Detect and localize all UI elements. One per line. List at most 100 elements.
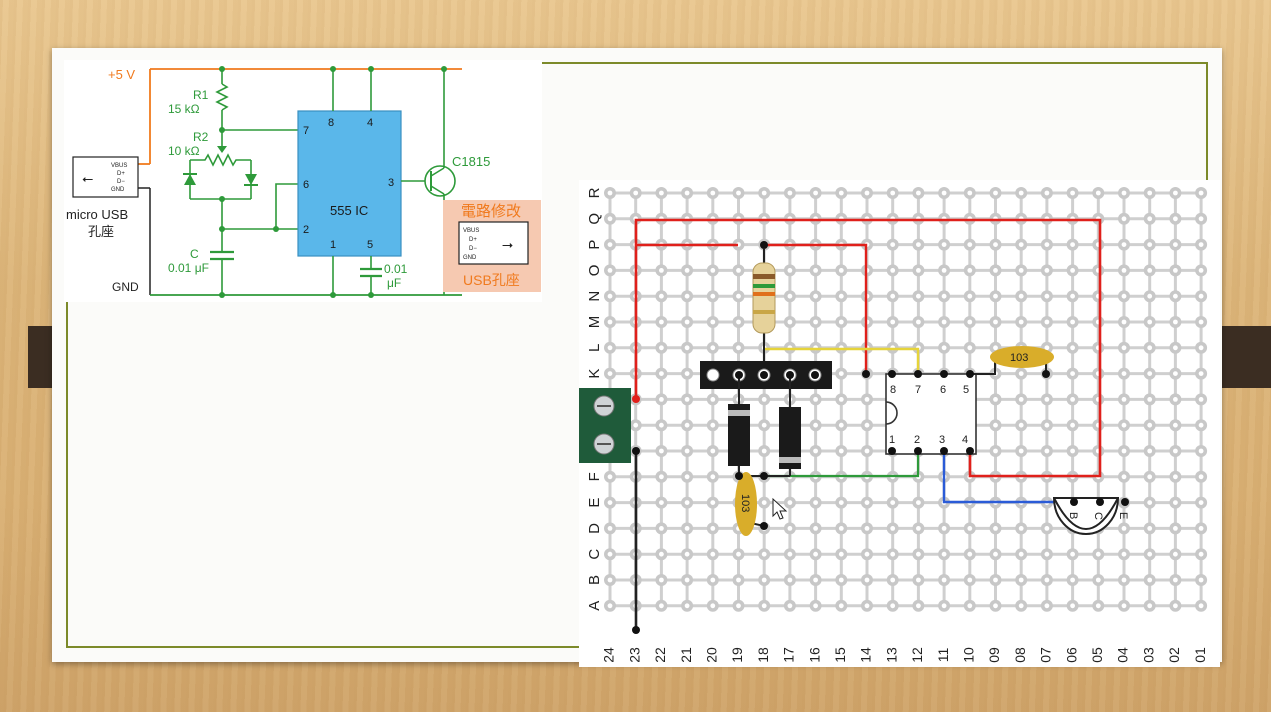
col-label: 07	[1038, 647, 1054, 663]
breadboard-hole-center	[1121, 577, 1127, 583]
breadboard-hole-center	[916, 551, 921, 557]
breadboard-hole-center	[864, 397, 870, 402]
breadboard-hole-center	[1018, 293, 1024, 299]
breadboard-hole-center	[993, 577, 998, 583]
breadboard-hole-center	[710, 319, 716, 325]
breadboard-hole-center	[736, 345, 741, 351]
breadboard-hole-center	[607, 551, 613, 557]
col-label: 10	[961, 647, 977, 663]
ic-name: 555 IC	[330, 203, 368, 218]
row-label: N	[586, 291, 603, 302]
breadboard-hole-center	[1173, 422, 1178, 428]
breadboard-hole-center	[1044, 577, 1050, 583]
breadboard-hole-center	[890, 577, 896, 583]
breadboard-hole-center	[1147, 345, 1153, 351]
breadboard-hole-center	[607, 190, 613, 196]
breadboard-hole-center	[1147, 397, 1153, 402]
breadboard-hole-center	[941, 293, 947, 299]
col-label: 22	[652, 647, 668, 663]
cap-103-top	[990, 346, 1054, 368]
breadboard-hole-center	[864, 190, 870, 196]
breadboard-hole-center	[787, 293, 793, 299]
col-label: 21	[678, 647, 694, 663]
breadboard-hole-center	[659, 319, 664, 325]
breadboard-hole-center	[710, 190, 716, 196]
breadboard-hole-center	[761, 190, 767, 196]
ic-socket-pin-7: 7	[915, 384, 921, 396]
cap-103-top-label: 103	[1010, 352, 1028, 364]
ic-pin-5: 5	[367, 239, 373, 251]
breadboard-hole-center	[838, 500, 844, 505]
breadboard-hole-center	[1121, 603, 1127, 609]
breadboard-hole-center	[993, 526, 998, 531]
breadboard-hole-center	[1198, 551, 1204, 557]
breadboard-hole-center	[916, 242, 921, 248]
circuit-mod-title: 電路修改	[461, 203, 521, 220]
gnd-label: GND	[112, 280, 139, 294]
breadboard-hole-center	[890, 500, 896, 505]
breadboard-hole-center	[710, 500, 716, 505]
ic-notch	[885, 401, 898, 425]
breadboard-hole-center	[659, 577, 664, 583]
breadboard-hole-center	[710, 345, 716, 351]
breadboard-hole-center	[736, 319, 741, 325]
row-label: R	[586, 187, 603, 198]
breadboard-hole-center	[993, 293, 998, 299]
breadboard-hole-center	[684, 293, 690, 299]
breadboard-hole-center	[838, 551, 844, 557]
usb-pin-dminus: D−	[117, 179, 125, 185]
transistor-pin-e: E	[1117, 512, 1129, 519]
breadboard-hole-center	[633, 422, 639, 428]
breadboard-hole-center	[1044, 526, 1050, 531]
breadboard-hole-center	[1018, 242, 1024, 248]
breadboard-hole-center	[890, 268, 896, 273]
breadboard-hole-center	[1198, 526, 1204, 531]
breadboard-hole-center	[993, 242, 998, 248]
breadboard-hole-center	[941, 242, 947, 248]
breadboard-hole-center	[967, 190, 973, 196]
breadboard-hole-center	[659, 293, 664, 299]
breadboard-hole-center	[1070, 345, 1075, 351]
breadboard-hole-center	[1044, 242, 1050, 248]
breadboard-hole-center	[1173, 293, 1178, 299]
breadboard-hole-center	[659, 371, 664, 376]
ic-pin-4: 4	[367, 117, 373, 129]
breadboard-hole-center	[787, 526, 793, 531]
breadboard-hole-center	[1018, 603, 1024, 609]
breadboard-hole-center	[787, 603, 793, 609]
breadboard-hole-center	[993, 448, 998, 454]
breadboard-hole-center	[761, 500, 767, 505]
breadboard-hole-center	[890, 526, 896, 531]
breadboard-hole-center	[1044, 397, 1050, 402]
breadboard-hole-center	[1147, 551, 1153, 557]
breadboard-hole-center	[890, 603, 896, 609]
breadboard-hole-center	[1198, 345, 1204, 351]
ic-pin-1: 1	[330, 239, 336, 251]
breadboard-hole-center	[1070, 371, 1075, 376]
ic-pin-6: 6	[303, 179, 309, 191]
breadboard-hole-center	[1173, 216, 1178, 222]
diode-1	[728, 404, 750, 466]
breadboard-hole-center	[1147, 526, 1153, 531]
breadboard-hole-center	[1044, 422, 1050, 428]
breadboard-hole-center	[813, 397, 818, 402]
breadboard-hole-center	[684, 551, 690, 557]
breadboard-hole-center	[684, 526, 690, 531]
usb-icon: ⭠	[82, 170, 93, 186]
ic-socket	[885, 373, 977, 455]
breadboard-hole-center	[838, 422, 844, 428]
breadboard-hole-center	[659, 448, 664, 454]
col-label: 05	[1089, 647, 1105, 663]
breadboard-hole-center	[684, 448, 690, 454]
resistor-band-2	[753, 284, 775, 288]
breadboard-hole-center	[1173, 190, 1178, 196]
breadboard-hole-center	[1147, 216, 1153, 222]
breadboard-hole-center	[684, 603, 690, 609]
breadboard-hole-center	[736, 603, 741, 609]
breadboard-hole-center	[684, 371, 690, 376]
breadboard-hole-center	[1121, 268, 1127, 273]
col-label: 20	[704, 647, 720, 663]
breadboard-hole-center	[1121, 474, 1127, 480]
col-label: 16	[806, 647, 822, 663]
